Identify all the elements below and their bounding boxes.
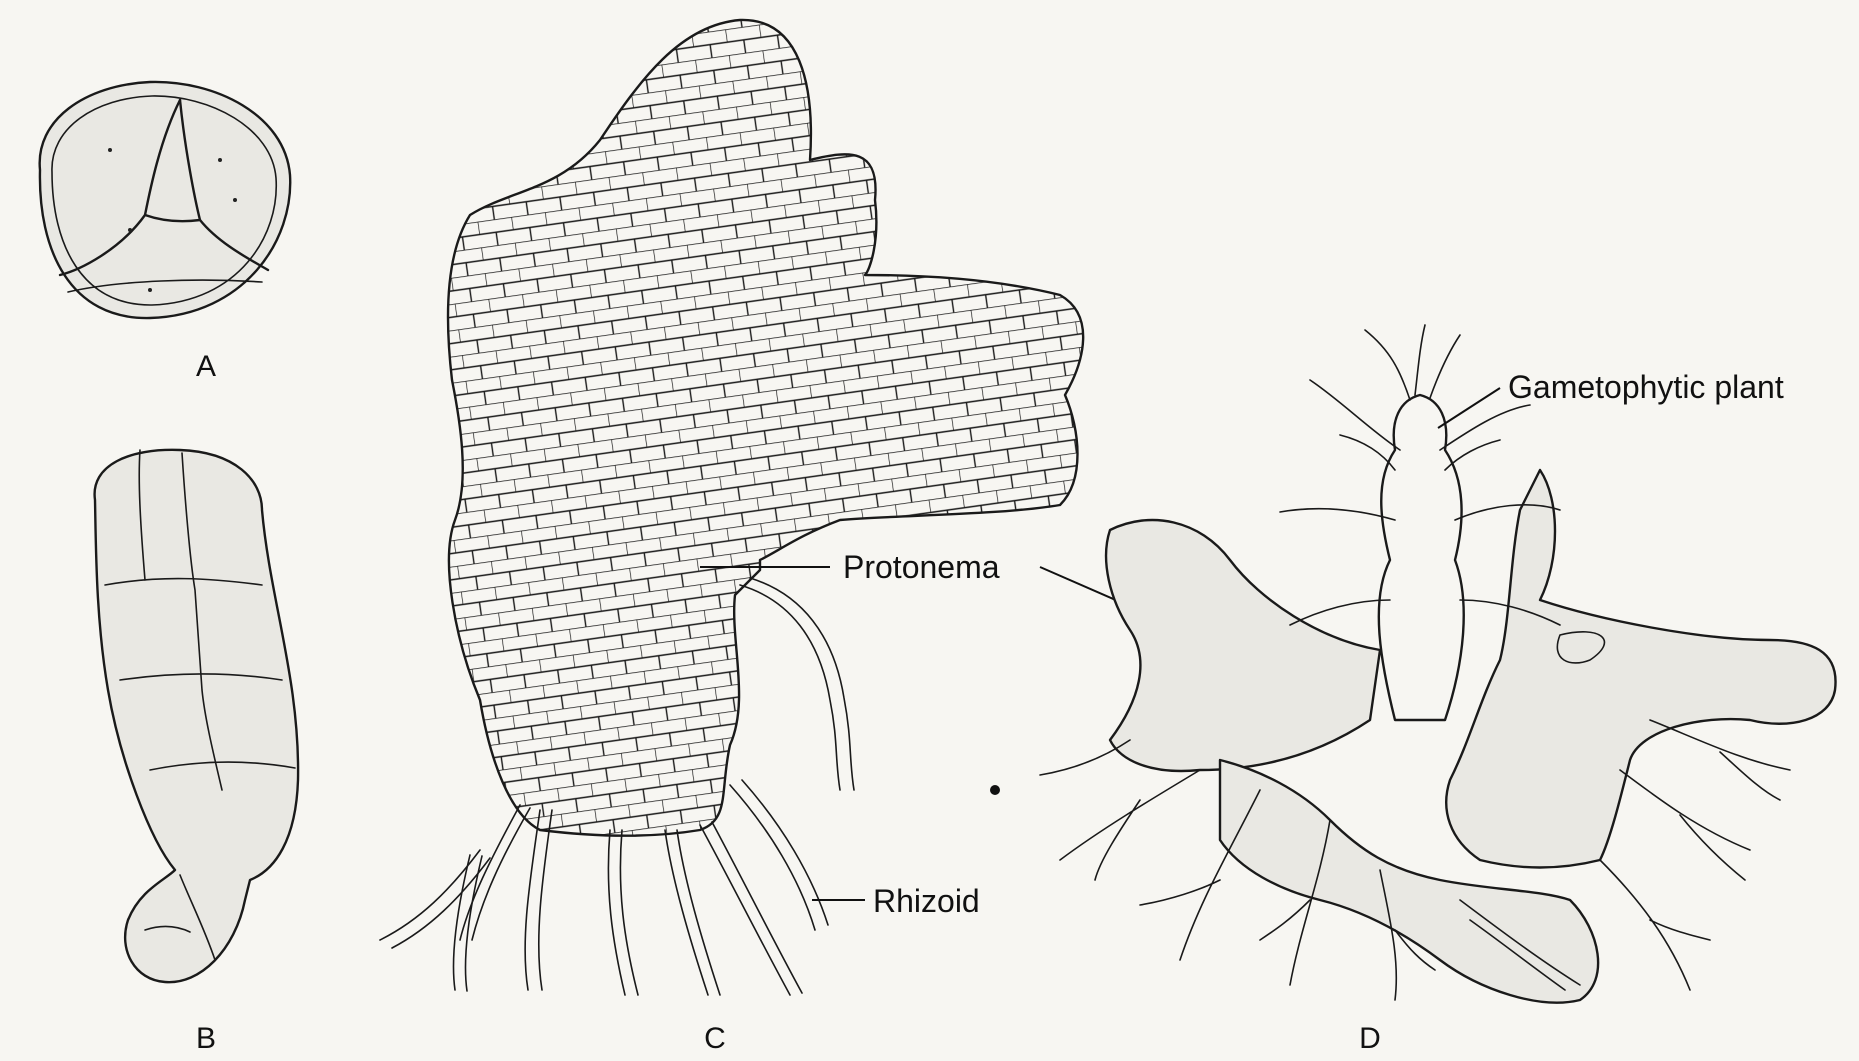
panel-c-protonema [380,10,1110,995]
panel-a-spore [40,82,291,318]
panel-d-letter: D [1359,1022,1381,1055]
print-speck [990,785,1000,795]
panel-b-germinating-spore [95,450,299,982]
panel-d-gametophytic-plant [1040,325,1836,1003]
panel-a-letter: A [196,350,216,383]
protonema-label: Protonema [843,549,1000,585]
panel-c-letter: C [704,1022,726,1055]
panel-b-letter: B [196,1022,216,1055]
rhizoid-label: Rhizoid [873,883,980,919]
gametophytic-plant-leader [1438,388,1500,428]
gametophytic-plant-label: Gametophytic plant [1508,369,1784,405]
